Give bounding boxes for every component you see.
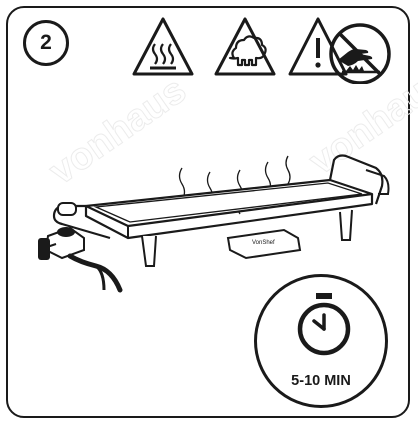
steam-warning-icon xyxy=(214,17,276,76)
power-cord xyxy=(67,253,123,293)
timer-badge: 5-10 MIN xyxy=(254,274,388,408)
timer-label: 5-10 MIN xyxy=(291,373,351,389)
brand-label: VonShef xyxy=(252,240,275,246)
hot-surface-warning-icon xyxy=(132,17,194,76)
drip-tray xyxy=(226,228,302,260)
hand-burn-warning-icon xyxy=(288,17,391,84)
clock-icon xyxy=(297,293,351,356)
right-handle xyxy=(328,154,384,205)
step-number-badge: 2 xyxy=(23,20,69,66)
